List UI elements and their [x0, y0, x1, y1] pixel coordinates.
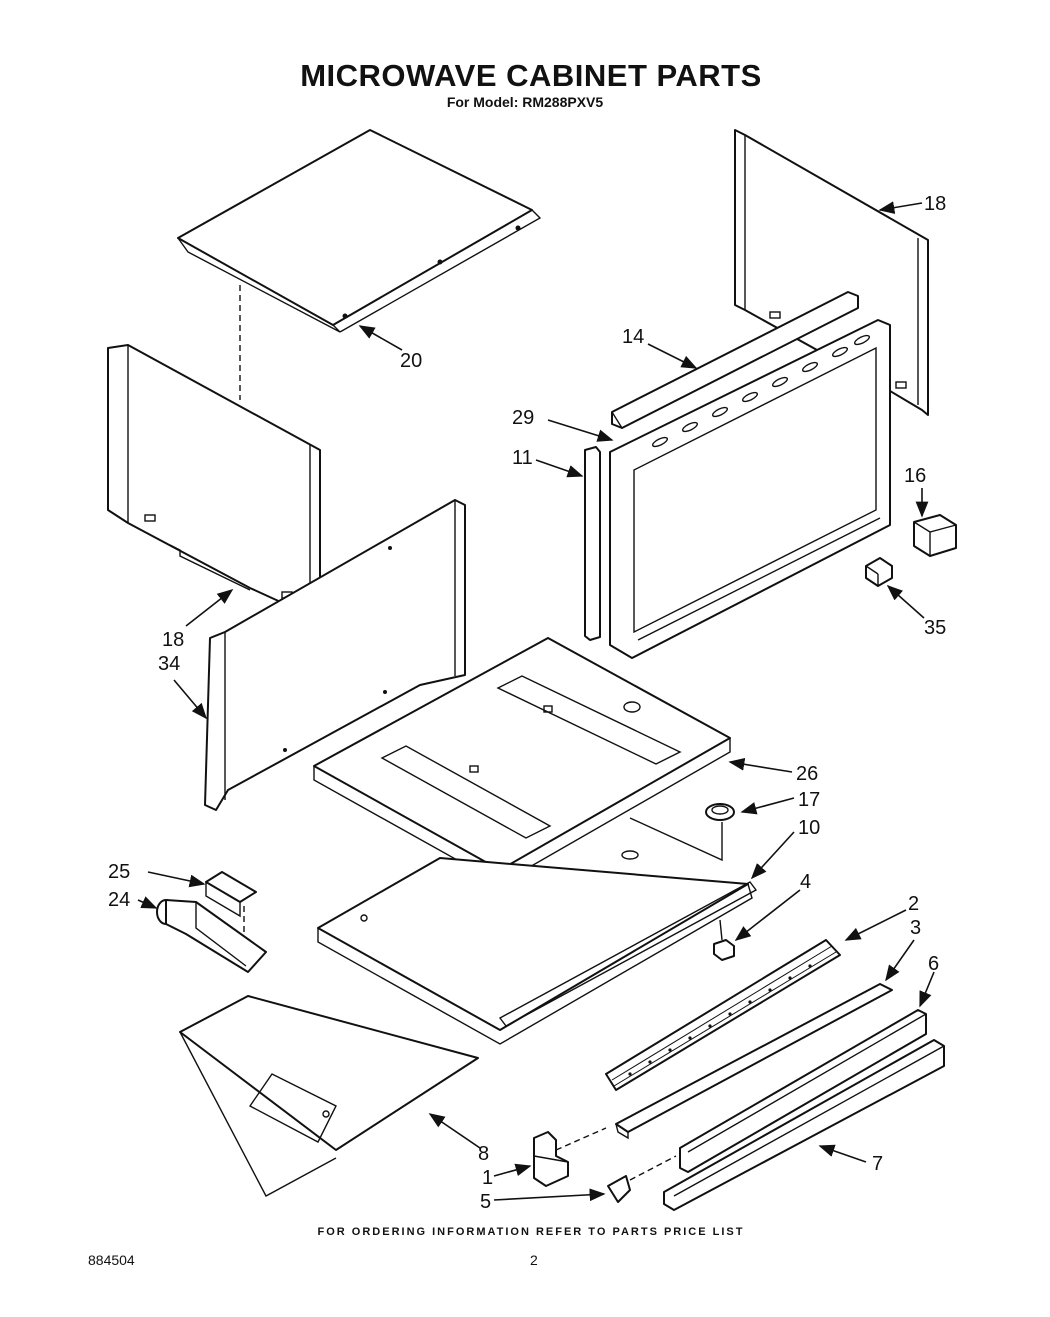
rubber-foot	[713, 919, 735, 961]
base-plate	[313, 637, 731, 885]
grommet	[705, 803, 735, 821]
front-channel	[679, 1009, 927, 1173]
top-cover-panel	[177, 129, 542, 333]
side-trim-strip	[584, 446, 601, 641]
callout-29-front-frame: 29	[512, 407, 534, 429]
switch-block	[913, 514, 957, 557]
callout-26-base-plate: 26	[796, 763, 818, 785]
callout-10-lower-chassis: 10	[798, 817, 820, 839]
base-hole	[621, 850, 639, 860]
alignment-line	[555, 1127, 607, 1151]
grille-mesh	[605, 939, 841, 1091]
front-strip	[615, 983, 893, 1140]
callout-5-knob: 5	[480, 1191, 491, 1213]
callout-6-channel: 6	[928, 953, 939, 975]
ordering-note: FOR ORDERING INFORMATION REFER TO PARTS …	[317, 1226, 745, 1238]
left-side-panel	[107, 344, 321, 621]
model-subtitle: For Model: RM288PXV5	[446, 94, 604, 110]
callout-18-right-side-panel: 18	[924, 193, 946, 215]
air-duct	[156, 899, 267, 973]
latch-knob	[607, 1175, 631, 1203]
lower-chassis-plate	[317, 857, 758, 1045]
rocker-switch	[865, 557, 893, 587]
callout-24-air-duct: 24	[108, 889, 130, 911]
floor-tray	[179, 995, 479, 1197]
page-number: 2	[530, 1252, 538, 1268]
callout-2-grille: 2	[908, 893, 919, 915]
routing-line	[629, 817, 723, 862]
callout-18-left-side-panel: 18	[162, 629, 184, 651]
callout-16-switch-block: 16	[904, 465, 926, 487]
front-frame	[609, 319, 891, 659]
callout-1-clip: 1	[482, 1167, 493, 1189]
callout-3-front-strip: 3	[910, 917, 921, 939]
mounting-bracket	[205, 871, 257, 918]
callout-8-floor-tray: 8	[478, 1143, 489, 1165]
callout-25-bracket: 25	[108, 861, 130, 883]
callout-34-inner-wall: 34	[158, 653, 180, 675]
top-trim-strip	[611, 291, 859, 429]
callout-11-side-trim: 11	[512, 447, 533, 469]
document-number: 884504	[88, 1252, 135, 1268]
callout-7-bottom-rail: 7	[872, 1153, 883, 1175]
callout-4-foot: 4	[800, 871, 811, 893]
callout-20-top-cover: 20	[400, 350, 422, 372]
callout-17-grommet: 17	[798, 789, 820, 811]
retaining-clip	[533, 1131, 569, 1187]
callout-35-rocker-switch: 35	[924, 617, 946, 639]
callout-labels: 18 20 14 29 11 16 35 18 34 26 17 10 25 2…	[108, 193, 946, 1213]
callout-14-top-trim: 14	[622, 326, 644, 348]
leader-lines	[137, 201, 935, 1202]
page-title: MICROWAVE CABINET PARTS	[300, 58, 762, 93]
bottom-rail	[663, 1039, 945, 1211]
alignment-line	[629, 1155, 677, 1181]
inner-wall-panel	[204, 499, 466, 811]
